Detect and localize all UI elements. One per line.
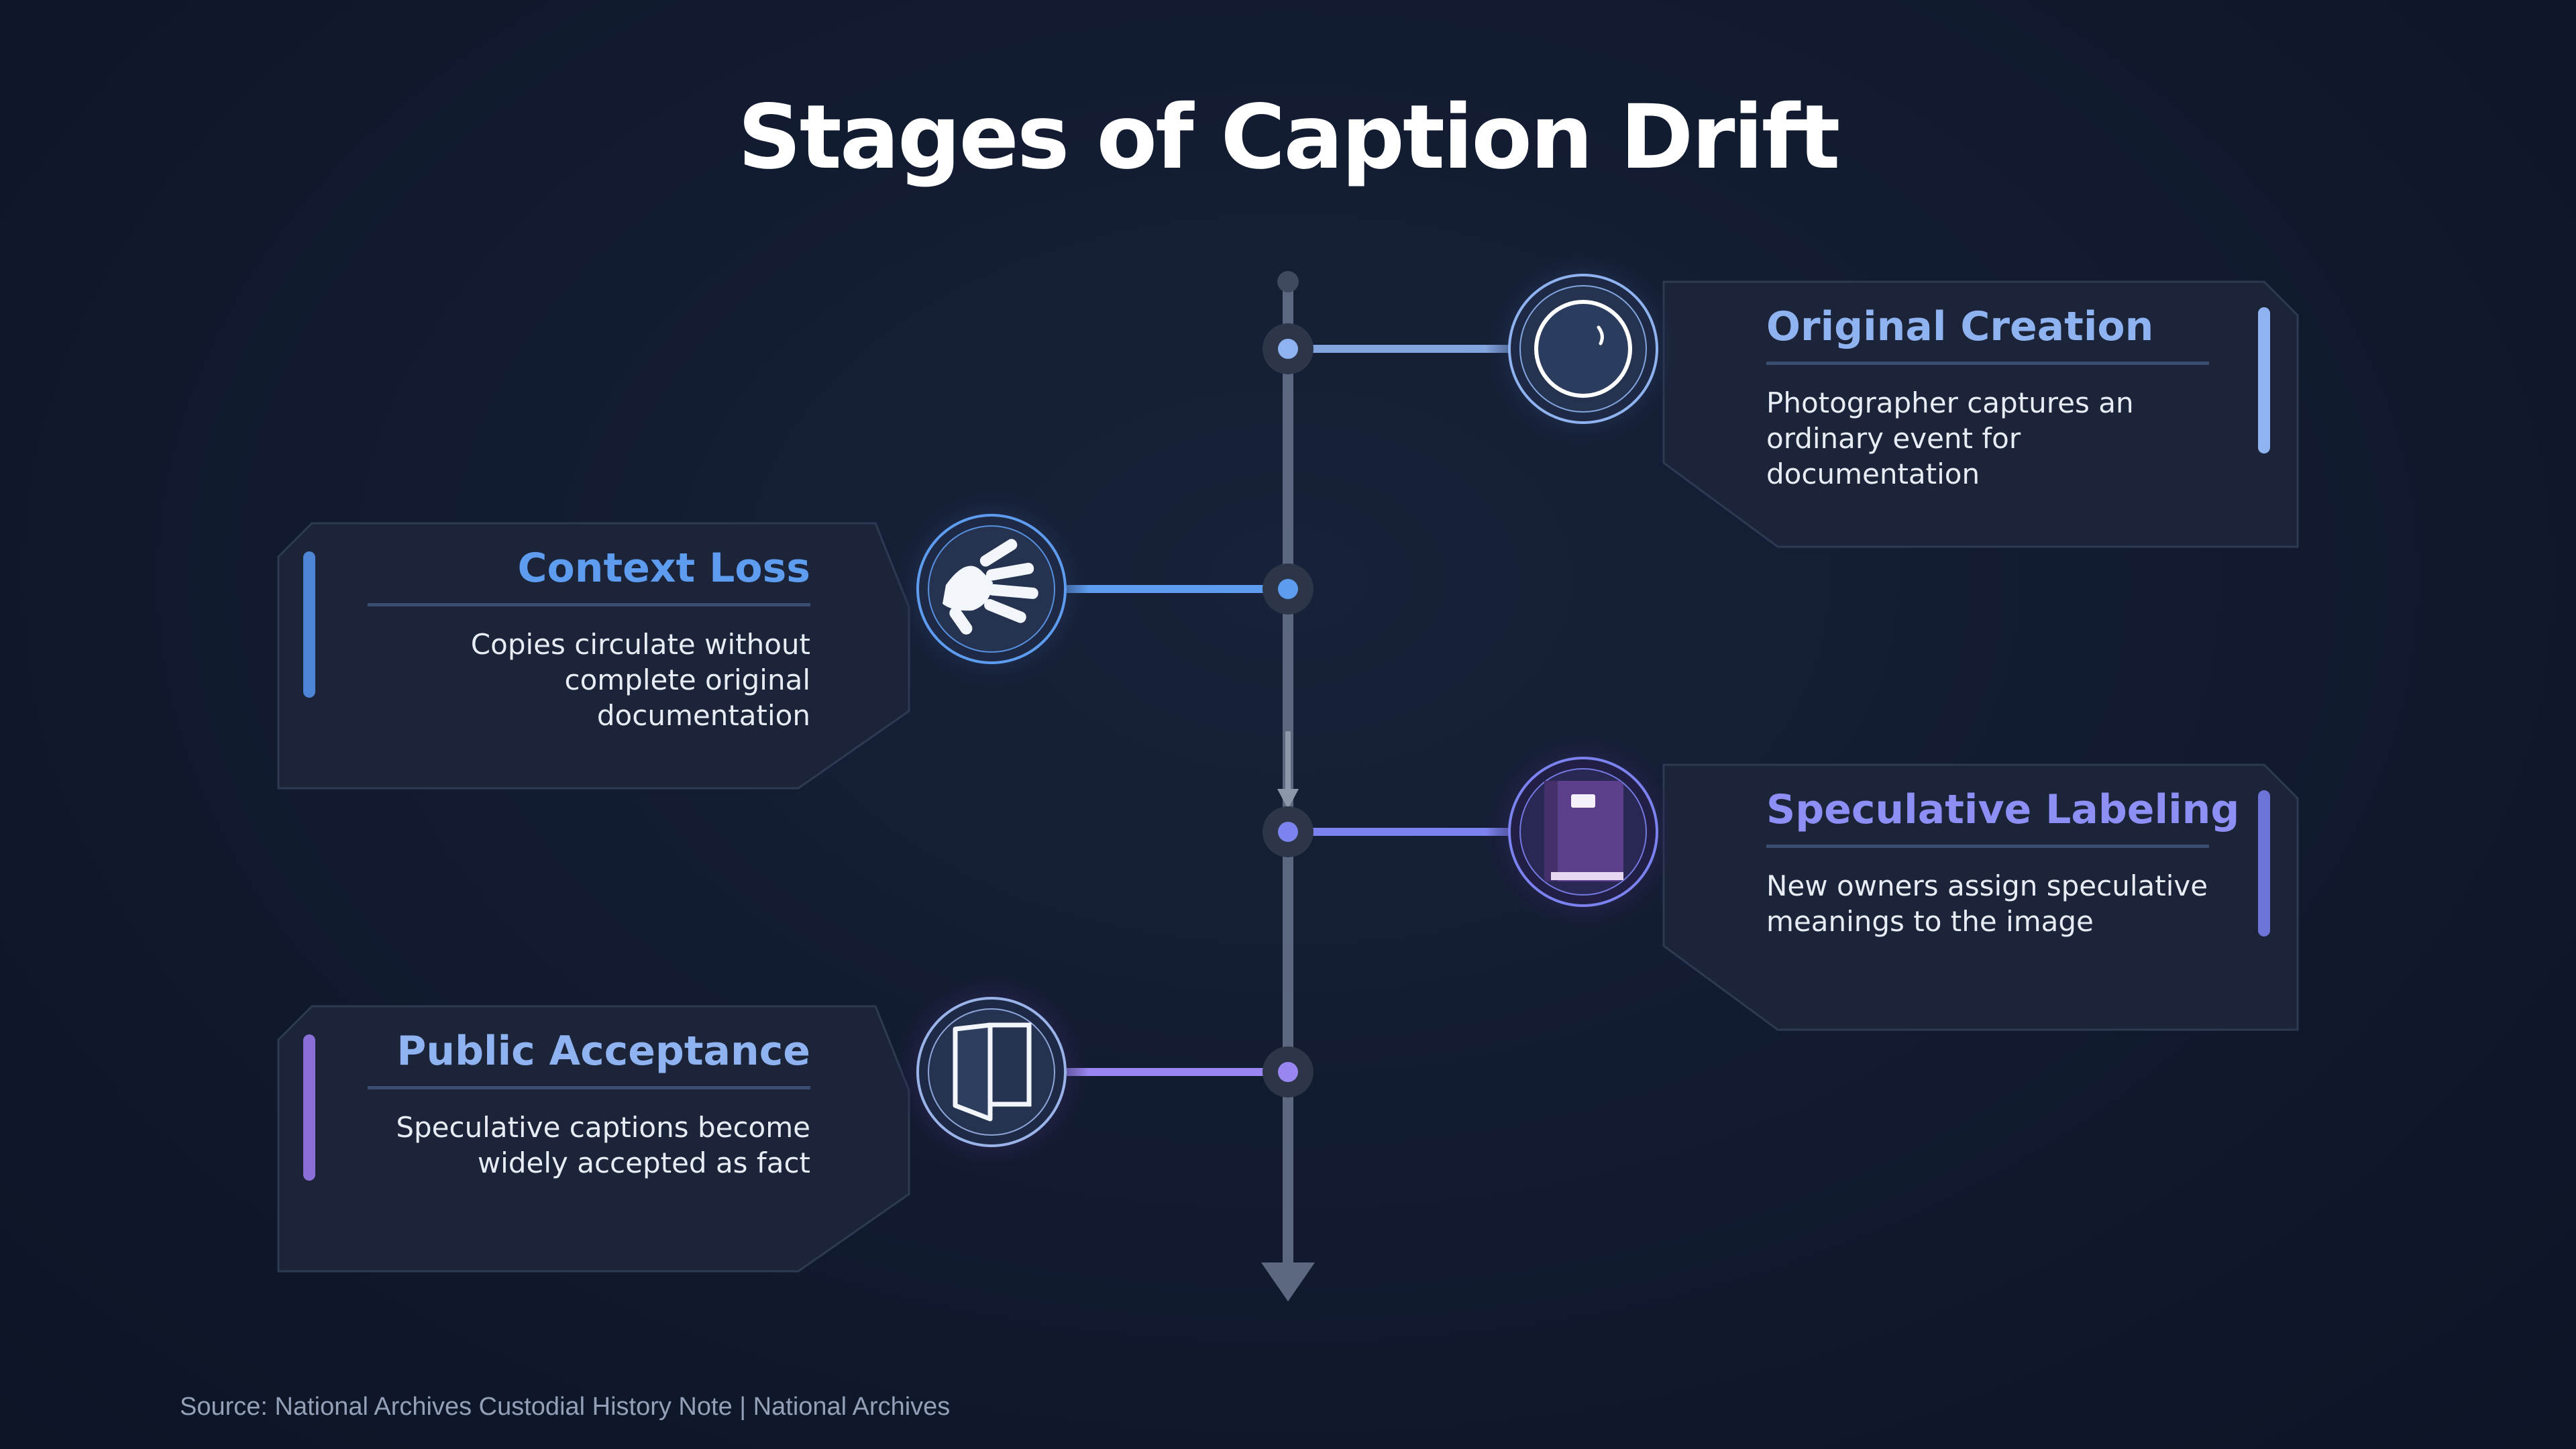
axis-arrowhead [1261, 1263, 1315, 1301]
source-note: Source: National Archives Custodial Hist… [180, 1393, 951, 1421]
card-accent-bar [303, 551, 315, 698]
stage-title: Speculative Labeling [1766, 783, 2239, 848]
card-accent-bar [2258, 790, 2270, 936]
axis-flow-arrow [1277, 789, 1299, 809]
stage-description: New owners assign speculative meanings t… [1766, 869, 2208, 938]
stage-title: Context Loss [368, 541, 810, 606]
book-icon [1486, 735, 1680, 929]
stage-title: Public Acceptance [368, 1024, 810, 1089]
stage-description: Photographer captures an ordinary event … [1766, 386, 2134, 490]
hand-icon [894, 492, 1089, 686]
stage-3-text: Speculative Labeling New owners assign s… [1766, 783, 2239, 939]
card-accent-bar [303, 1034, 315, 1181]
stage-description: Copies circulate without complete origin… [470, 628, 810, 732]
timeline-axis [1261, 271, 1315, 1301]
stage-description: Speculative captions become widely accep… [396, 1111, 810, 1179]
open-door-icon [894, 975, 1089, 1169]
card-accent-bar [2258, 307, 2270, 453]
stage-card-speculative-labeling [1263, 735, 2299, 1031]
page-title: Stages of Caption Drift [737, 86, 1841, 189]
stage-1-text: Original Creation Photographer captures … [1766, 300, 2209, 492]
stage-card-public-acceptance [277, 975, 1313, 1273]
stage-card-context-loss [277, 492, 1313, 790]
stage-4-text: Public Acceptance Speculative captions b… [368, 1024, 810, 1181]
stage-card-original-creation [1263, 252, 2299, 548]
stage-2-text: Context Loss Copies circulate without co… [368, 541, 810, 733]
camera-lens-icon [1486, 252, 1680, 446]
stage-title: Original Creation [1766, 300, 2209, 365]
